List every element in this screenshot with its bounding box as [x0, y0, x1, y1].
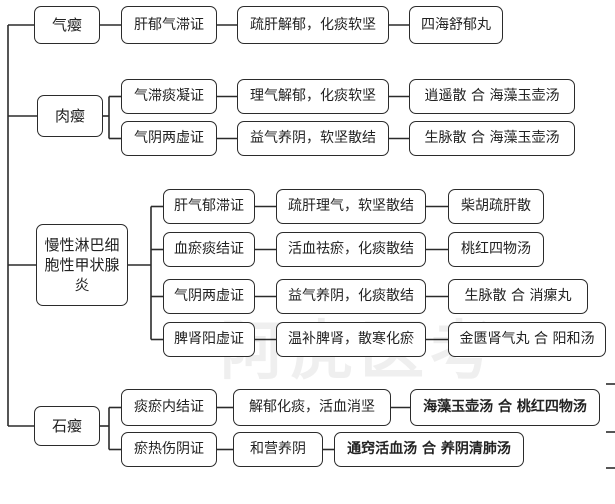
syndrome-node: 瘀热伤阴证: [121, 432, 217, 467]
syndrome-node: 肝气郁滞证: [163, 189, 255, 224]
syndrome-node: 脾肾阳虚证: [163, 322, 255, 357]
treatment-node: 疏肝理气，软坚散结: [276, 189, 426, 224]
syndrome-node: 气滞痰凝证: [121, 79, 217, 114]
syndrome-node: 痰瘀内结证: [121, 389, 217, 426]
formula-node: 通窍活血汤 合 养阴清肺汤: [334, 432, 524, 467]
treatment-node: 温补脾肾，散寒化瘀: [276, 322, 426, 357]
syndrome-node: 肝郁气滞证: [121, 6, 217, 44]
treatment-node: 和营养阴: [233, 432, 323, 467]
category-node: 气瘿: [34, 6, 100, 44]
treatment-node: 益气养阴，化痰散结: [276, 279, 426, 314]
formula-node: 海藻玉壶汤 合 桃红四物汤: [410, 389, 600, 426]
syndrome-node: 气阴两虚证: [121, 121, 217, 156]
category-node: 肉瘿: [37, 95, 103, 137]
formula-node: 金匮肾气丸 合 阳和汤: [448, 322, 606, 357]
formula-node: 桃红四物汤: [448, 232, 544, 267]
formula-node: 生脉散 合 消瘰丸: [448, 279, 588, 314]
formula-node: 柴胡疏肝散: [448, 189, 544, 224]
category-node: 石瘿: [34, 406, 100, 446]
treatment-node: 解郁化痰，活血消坚: [233, 389, 391, 426]
formula-node: 逍遥散 合 海藻玉壶汤: [409, 79, 575, 114]
formula-node: 四海舒郁丸: [409, 6, 503, 44]
treatment-node: 益气养阴，软坚散结: [237, 121, 389, 156]
syndrome-node: 气阴两虚证: [163, 279, 255, 314]
treatment-node: 疏肝解郁，化痰软坚: [237, 6, 389, 44]
category-node: 慢性淋巴细胞性甲状腺炎: [36, 224, 128, 306]
formula-node: 生脉散 合 海藻玉壶汤: [409, 121, 575, 156]
syndrome-node: 血瘀痰结证: [163, 232, 255, 267]
treatment-node: 理气解郁，化痰软坚: [237, 79, 389, 114]
treatment-node: 活血祛瘀，化痰散结: [276, 232, 426, 267]
